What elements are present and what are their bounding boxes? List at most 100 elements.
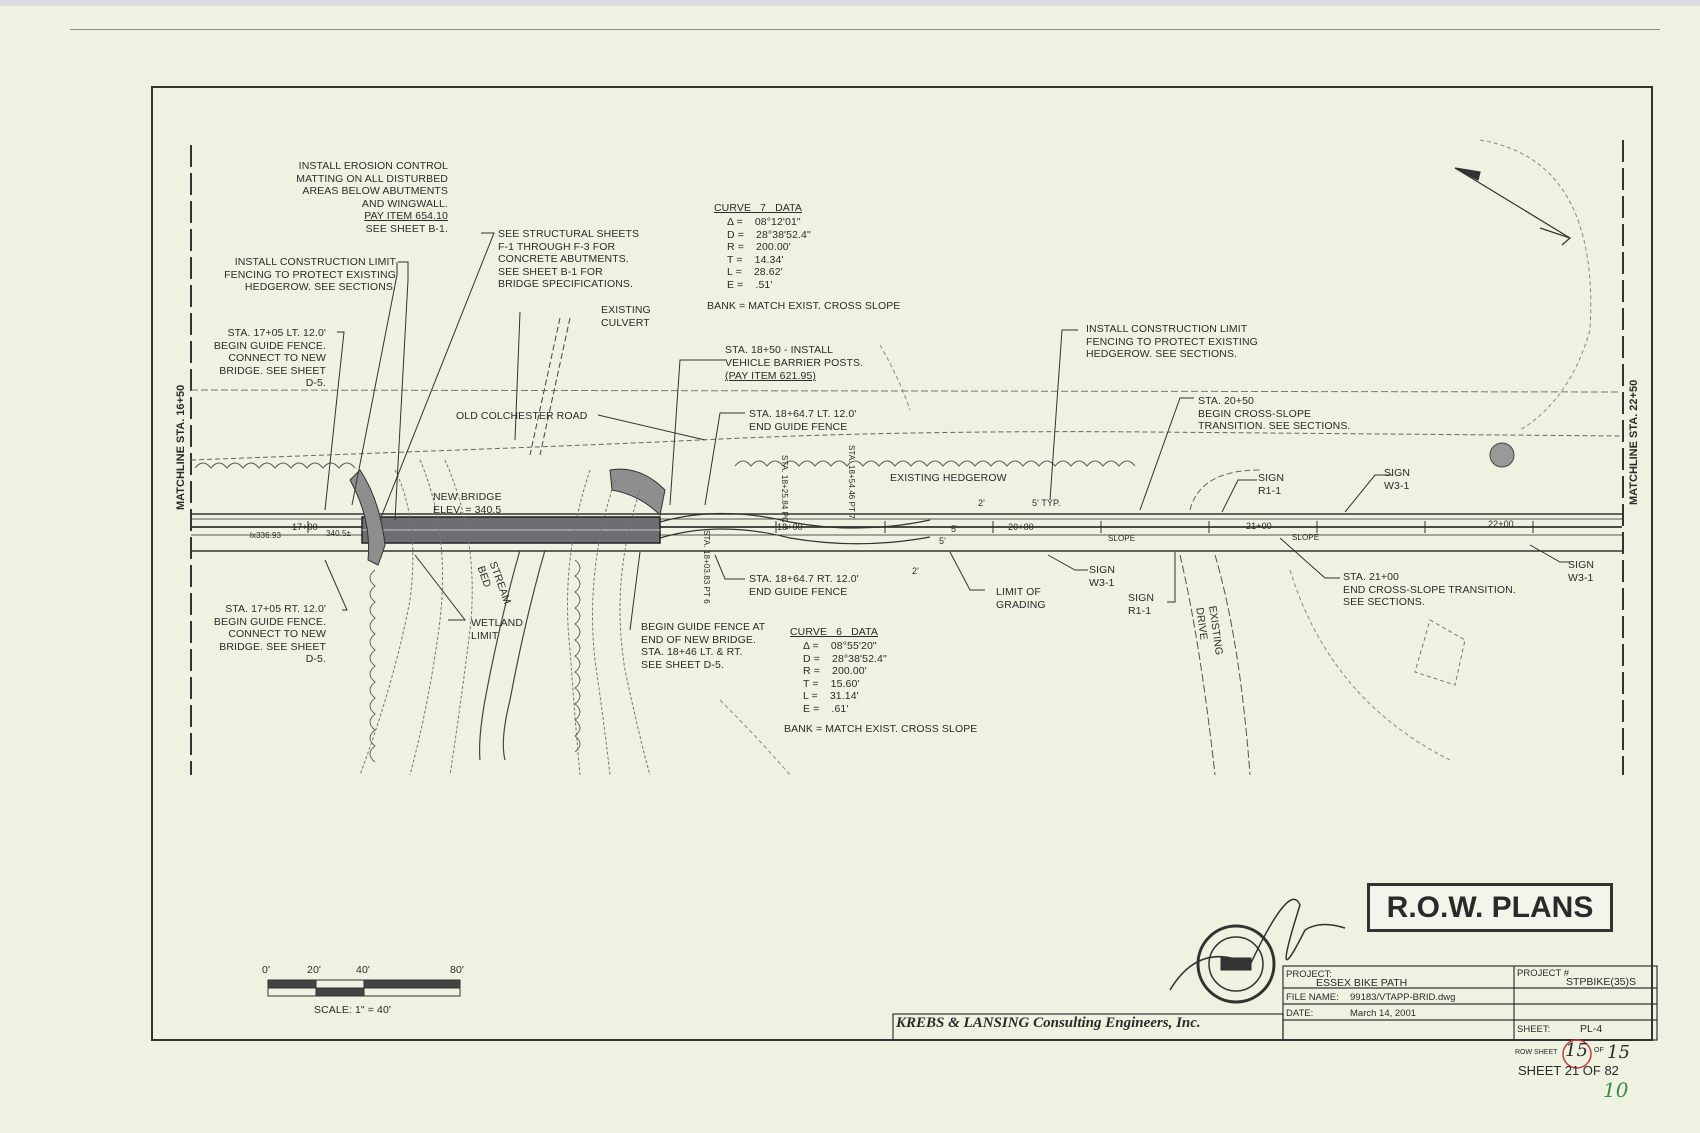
note-sta-18647-lt: STA. 18+64.7 LT. 12.0' END GUIDE FENCE — [749, 408, 857, 433]
curve7-rows: Δ = 08°12'01" D = 28°38'52.4" R = 200.00… — [727, 216, 811, 291]
scale-tick-40: 40' — [356, 964, 370, 976]
curve6-bank: BANK = MATCH EXIST. CROSS SLOPE — [784, 723, 978, 735]
curve7-bank: BANK = MATCH EXIST. CROSS SLOPE — [707, 300, 901, 312]
abutment-left — [349, 469, 386, 566]
note-dim-2a: 2' — [978, 498, 985, 508]
hedgerow-top-line — [190, 431, 1621, 461]
pe-seal — [1196, 924, 1276, 1004]
station-1700: 17+00 — [292, 522, 318, 532]
note-dim-2b: 2' — [912, 566, 919, 576]
row-sheet-label: ROW SHEET — [1515, 1049, 1558, 1056]
tb-project-label: PROJECT: — [1286, 969, 1332, 980]
scale-tick-80: 80' — [450, 964, 464, 976]
note-sta-18647-rt: STA. 18+64.7 RT. 12.0' END GUIDE FENCE — [749, 573, 859, 598]
scale-label: SCALE: 1" = 40' — [314, 1004, 391, 1016]
note-erosion: INSTALL EROSION CONTROL MATTING ON ALL D… — [296, 160, 448, 210]
scan-top-band — [0, 0, 1700, 6]
note-erosion-pay: PAY ITEM 654.10 — [364, 210, 448, 222]
existing-drive — [1179, 554, 1251, 776]
note-wetland: WETLAND LIMIT — [471, 617, 524, 642]
elev-left-2: lx336.93 — [250, 531, 282, 540]
tb-sheet-value: PL-4 — [1580, 1023, 1603, 1035]
station-pt6: STA. 18+03.83 PT 6 — [702, 530, 711, 604]
note-sta-1705-lt: STA. 17+05 LT. 12.0' BEGIN GUIDE FENCE. … — [213, 327, 326, 389]
note-slope-1: SLOPE — [1108, 534, 1136, 543]
stream-contours — [359, 459, 651, 776]
tb-date-value: March 14, 2001 — [1350, 1008, 1417, 1019]
old-colchester-road-edge — [190, 389, 1621, 393]
note-constr-left: INSTALL CONSTRUCTION LIMIT FENCING TO PR… — [224, 256, 396, 293]
note-structural: SEE STRUCTURAL SHEETS F-1 THROUGH F-3 FO… — [498, 228, 640, 290]
row-sheet-red-circle — [1562, 1039, 1592, 1069]
page-top-rule — [70, 29, 1660, 30]
wetland-scallops — [369, 559, 581, 763]
matchline-left-label: MATCHLINE STA. 16+50 — [175, 384, 187, 510]
hedgerow-scallops — [194, 460, 1136, 469]
matchline-right-label: MATCHLINE STA. 22+50 — [1628, 379, 1640, 505]
scale-tick-20: 20' — [307, 964, 321, 976]
engineer-signature — [1169, 898, 1346, 991]
path-curve2 — [659, 528, 931, 545]
row-plans-heading: R.O.W. PLANS — [1367, 883, 1613, 932]
note-sign-r1-top: SIGN R1-1 — [1258, 472, 1285, 497]
note-sign-w3-right: SIGN W3-1 — [1568, 559, 1595, 584]
north-arrow — [1454, 167, 1572, 246]
note-limit-grading: LIMIT OF GRADING — [996, 586, 1046, 611]
stream-bed — [478, 549, 546, 761]
station-2100: 21+00 — [1246, 521, 1272, 531]
scale-bar — [267, 979, 461, 997]
note-typ: 5' TYP. — [1032, 498, 1061, 508]
note-dim-5a: 5' — [951, 524, 958, 534]
station-2200: 22+00 — [1488, 519, 1514, 529]
tb-sheet-label: SHEET: — [1517, 1024, 1551, 1035]
note-dim-5b: 5' — [939, 536, 946, 546]
note-new-bridge: NEW BRIDGE ELEV. = 340.5 — [433, 491, 502, 516]
tb-project-value: ESSEX BIKE PATH — [1316, 977, 1408, 989]
misc-contours — [719, 139, 1592, 776]
tb-date-label: DATE: — [1286, 1008, 1314, 1019]
note-sign-r1-bot: SIGN R1-1 — [1128, 592, 1155, 617]
scale-tick-0: 0' — [262, 964, 271, 976]
note-sign-w3-mid: SIGN W3-1 — [1089, 564, 1116, 589]
note-sta-1850: STA. 18+50 - INSTALL VEHICLE BARRIER POS… — [725, 344, 864, 369]
tb-project-no-label: PROJECT # — [1517, 968, 1570, 979]
elev-left: 340.5± — [326, 529, 352, 538]
note-sta-2050: STA. 20+50 BEGIN CROSS-SLOPE TRANSITION.… — [1198, 395, 1351, 432]
row-sheet-number: 15 — [1565, 1040, 1588, 1061]
sheet-of-total: SHEET 21 OF 82 — [1518, 1063, 1619, 1078]
leader-lines — [324, 232, 1570, 631]
firm-name: KREBS & LANSING Consulting Engineers, In… — [896, 1015, 1201, 1031]
note-existing-hedgerow: EXISTING HEDGEROW — [890, 472, 1007, 484]
note-sign-w3-top: SIGN W3-1 — [1384, 467, 1411, 492]
path-curve — [659, 512, 931, 529]
title-block-grid — [892, 965, 1658, 1041]
tree-symbol — [1489, 442, 1515, 468]
handwritten-number: 10 — [1603, 1078, 1629, 1102]
note-sta-1850-pay: (PAY ITEM 621.95) — [725, 370, 816, 382]
station-2000: 20+00 — [1008, 522, 1034, 532]
note-sta-2100: STA. 21+00 END CROSS-SLOPE TRANSITION. S… — [1343, 571, 1516, 608]
station-pt7: STA. 18+54.46 PT 7 — [847, 445, 856, 519]
row-sheet-of: OF — [1594, 1047, 1604, 1054]
note-begin-guide: BEGIN GUIDE FENCE AT END OF NEW BRIDGE. … — [641, 621, 766, 671]
station-pc7: STA. 18+25.84 PC 7 — [780, 455, 789, 530]
small-structure — [1414, 619, 1466, 686]
tb-file-value: 99183/VTAPP-BRID.dwg — [1350, 992, 1456, 1003]
row-sheet-total: 15 — [1607, 1042, 1630, 1063]
abutment-right — [609, 468, 666, 517]
drive-curve-top — [1189, 469, 1261, 511]
tb-file-label: FILE NAME: — [1286, 992, 1339, 1003]
station-1800: 18+00 — [777, 522, 803, 532]
note-culvert: EXISTING CULVERT — [601, 304, 651, 329]
note-slope-2: SLOPE — [1292, 533, 1320, 542]
curve6-title: CURVE 6 DATA — [790, 626, 878, 638]
note-erosion-see: SEE SHEET B-1. — [365, 223, 448, 235]
note-sta-1705-rt: STA. 17+05 RT. 12.0' BEGIN GUIDE FENCE. … — [213, 603, 326, 665]
curve6-rows: Δ = 08°55'20" D = 28°38'52.4" R = 200.00… — [803, 640, 887, 715]
curve7-title: CURVE 7 DATA — [714, 202, 802, 214]
note-old-colchester: OLD COLCHESTER ROAD — [456, 410, 588, 422]
existing-culvert — [529, 317, 571, 456]
note-constr-right: INSTALL CONSTRUCTION LIMIT FENCING TO PR… — [1086, 323, 1258, 360]
tb-project-no-value: STPBIKE(35)S — [1566, 976, 1637, 988]
